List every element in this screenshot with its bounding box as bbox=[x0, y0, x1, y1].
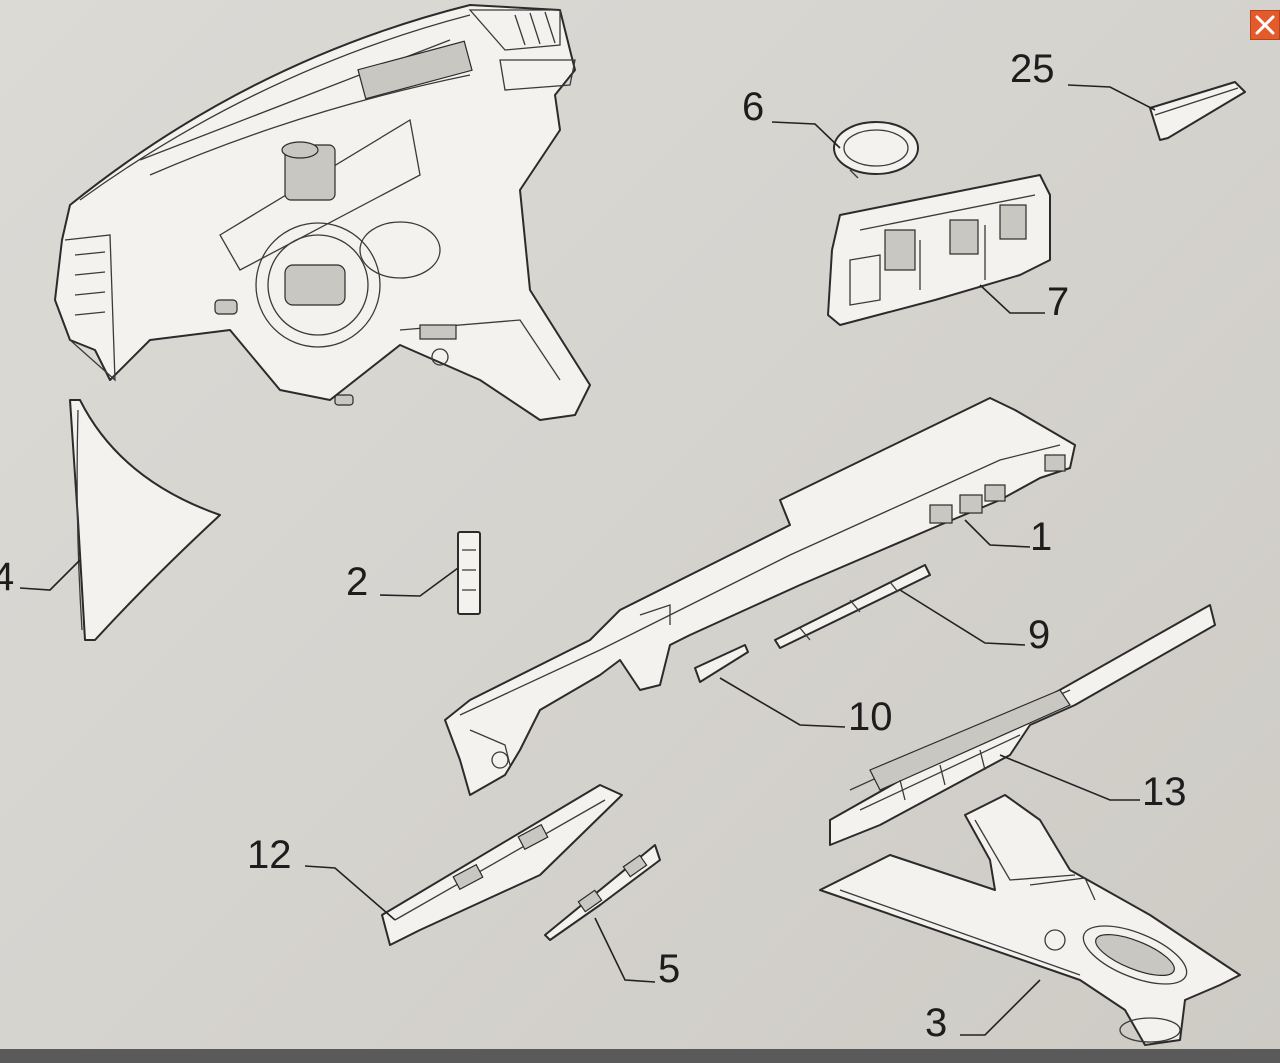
part-7-support-bracket bbox=[827, 174, 1051, 326]
callout-13: 13 bbox=[1142, 770, 1187, 814]
dashboard-overview-drawing bbox=[54, 4, 591, 421]
part-12-lower-trim bbox=[381, 784, 623, 946]
callout-5: 5 bbox=[658, 947, 680, 991]
callout-25: 25 bbox=[1010, 47, 1055, 91]
callout-6: 6 bbox=[742, 85, 764, 129]
callout-3: 3 bbox=[925, 1001, 947, 1045]
leader-lines bbox=[19, 84, 1156, 1036]
part-5-lower-trim bbox=[544, 844, 661, 941]
part-1-crossbeam bbox=[444, 397, 1076, 796]
close-x-icon bbox=[1255, 15, 1275, 35]
leader-13 bbox=[999, 754, 1140, 801]
screen-bezel-edge bbox=[0, 1049, 1280, 1063]
callout-12: 12 bbox=[247, 833, 292, 877]
part-3-center-console bbox=[819, 794, 1241, 1046]
leader-4 bbox=[19, 559, 81, 591]
leader-7 bbox=[979, 284, 1045, 314]
leader-10 bbox=[719, 677, 846, 728]
leader-25 bbox=[1067, 84, 1156, 111]
callout-labels: 25 6 7 4 2 1 9 10 13 12 5 3 bbox=[0, 47, 1187, 1045]
leader-3 bbox=[960, 979, 1041, 1036]
leader-1 bbox=[964, 519, 1031, 548]
callout-9: 9 bbox=[1028, 613, 1050, 657]
leader-2 bbox=[379, 567, 459, 597]
leader-5 bbox=[594, 917, 656, 983]
close-button[interactable] bbox=[1250, 10, 1280, 40]
callout-4: 4 bbox=[0, 555, 14, 599]
leader-9 bbox=[899, 589, 1026, 646]
part-4-side-panel bbox=[69, 399, 221, 641]
callout-7: 7 bbox=[1047, 280, 1069, 324]
part-10-small-trim bbox=[694, 644, 749, 683]
part-13-console-frame bbox=[829, 604, 1216, 846]
part-9-trim-bar bbox=[774, 564, 931, 649]
callout-1: 1 bbox=[1030, 515, 1052, 559]
callout-2: 2 bbox=[346, 560, 368, 604]
part-25-trim-strip bbox=[1149, 81, 1246, 141]
callout-10: 10 bbox=[848, 695, 893, 739]
part-2-clip bbox=[457, 531, 481, 615]
leader-12 bbox=[304, 865, 396, 921]
leader-6 bbox=[771, 121, 841, 149]
part-6-ring bbox=[833, 121, 919, 179]
